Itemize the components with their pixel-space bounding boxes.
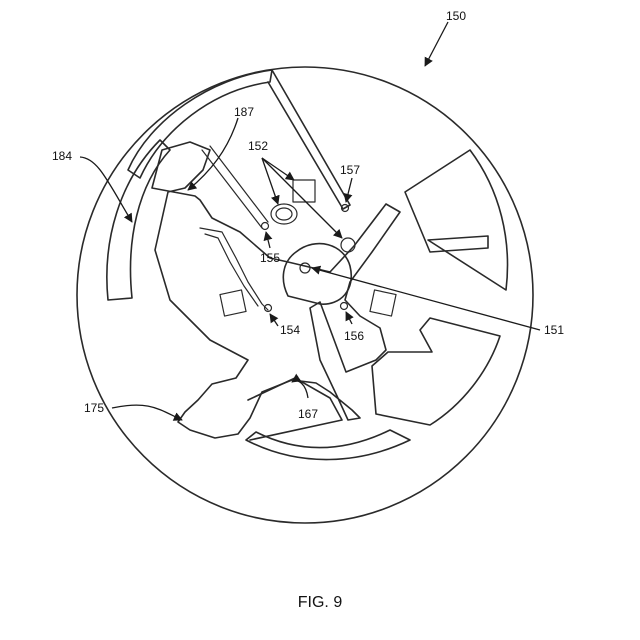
leader-184: [80, 157, 132, 222]
label-187: 187: [234, 105, 254, 119]
right-upper-chamber: [405, 150, 508, 290]
label-151: 151: [544, 323, 564, 337]
leader-150: [425, 22, 448, 66]
disc-outline: [77, 67, 533, 523]
leader-175: [112, 405, 182, 420]
label-175: 175: [84, 401, 104, 415]
top-vertical-channel: [268, 70, 350, 209]
oval-marker: [271, 204, 297, 224]
port-156: [341, 303, 348, 310]
leader-156: [346, 312, 352, 324]
label-157: 157: [340, 163, 360, 177]
leader-152-a: [262, 158, 294, 180]
left-arc-chamber: [107, 140, 170, 300]
label-150: 150: [446, 9, 466, 23]
label-154: 154: [280, 323, 300, 337]
leader-187: [188, 118, 238, 190]
central-channel-network: [152, 142, 400, 438]
inner-channel-left-b: [205, 234, 258, 306]
bottom-channel-167: [248, 378, 342, 440]
round-port-marker: [341, 238, 355, 252]
leader-157: [346, 178, 352, 202]
label-155: 155: [260, 251, 280, 265]
hub-center: [300, 263, 310, 273]
right-lower-chamber: [372, 318, 500, 425]
leader-155: [266, 232, 270, 248]
square-window-left: [220, 290, 246, 316]
label-184: 184: [52, 149, 72, 163]
square-marker-top: [293, 180, 315, 202]
label-156: 156: [344, 329, 364, 343]
leader-154: [270, 314, 278, 326]
port-155: [262, 223, 269, 230]
label-167: 167: [298, 407, 318, 421]
outer-channel: [128, 70, 272, 178]
square-window-right: [370, 290, 396, 316]
figure-caption: FIG. 9: [0, 594, 640, 612]
bottom-arc-chamber: [246, 430, 410, 460]
label-152: 152: [248, 139, 268, 153]
leader-151: [312, 268, 540, 330]
leader-152-b: [262, 158, 278, 204]
hub-cutout: [283, 244, 351, 305]
oval-marker-inner: [276, 208, 292, 220]
